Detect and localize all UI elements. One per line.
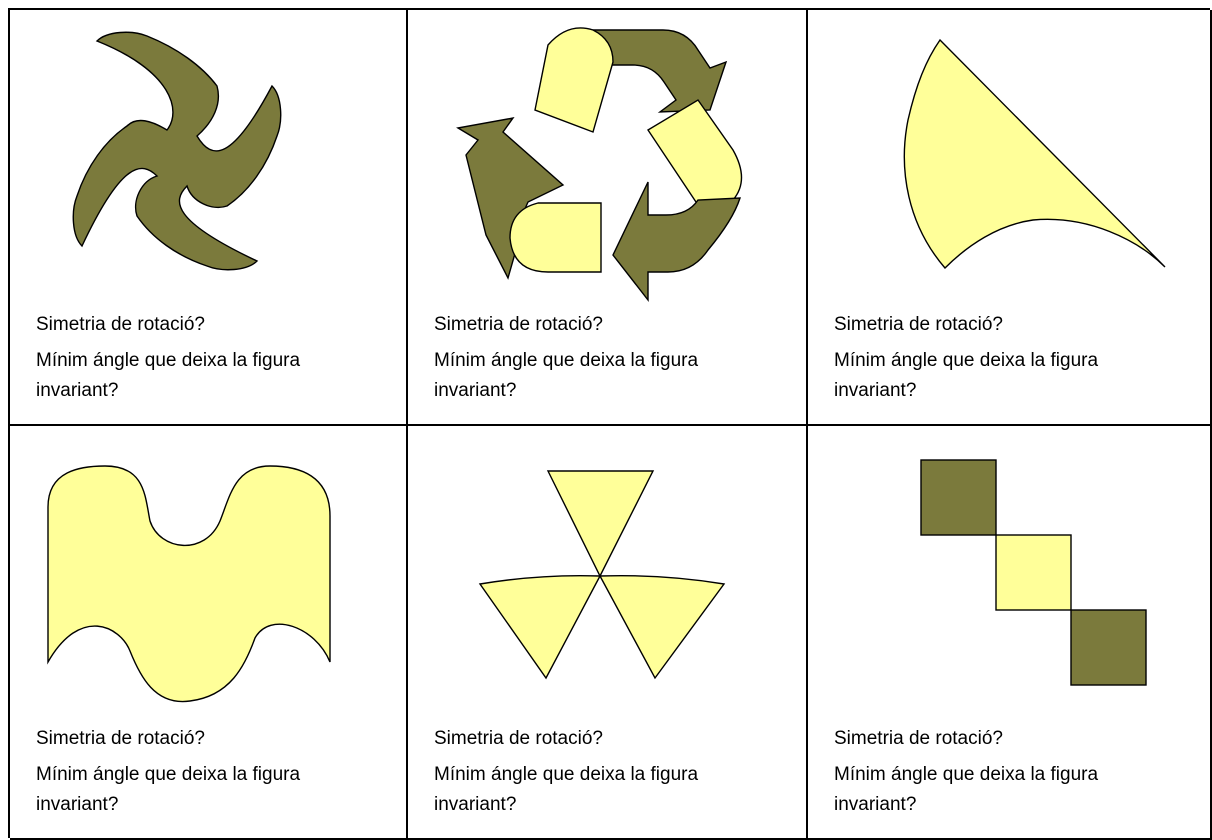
question-minimum-angle: Mínim ángle que deixa la figura invarian… <box>36 760 336 820</box>
cell-2: Simetria de rotació? Mínim ángle que dei… <box>408 10 808 426</box>
squares-figure <box>808 426 1212 726</box>
cell-1: Simetria de rotació? Mínim ángle que dei… <box>10 10 408 426</box>
question-rotation-symmetry: Simetria de rotació? <box>434 310 603 340</box>
question-minimum-angle: Mínim ángle que deixa la figura invarian… <box>36 346 336 406</box>
triangles-shape <box>480 471 724 678</box>
squares-shape <box>921 460 1146 685</box>
recycling-figure <box>408 10 808 310</box>
question-minimum-angle: Mínim ángle que deixa la figura invarian… <box>434 760 734 820</box>
wave-shape <box>48 466 330 702</box>
worksheet-table: Simetria de rotació? Mínim ángle que dei… <box>8 8 1210 838</box>
question-rotation-symmetry: Simetria de rotació? <box>834 310 1003 340</box>
cell-5: Simetria de rotació? Mínim ángle que dei… <box>408 426 808 840</box>
question-rotation-symmetry: Simetria de rotació? <box>36 724 205 754</box>
wave-figure <box>10 426 408 726</box>
question-minimum-angle: Mínim ángle que deixa la figura invarian… <box>834 760 1134 820</box>
question-rotation-symmetry: Simetria de rotació? <box>36 310 205 340</box>
sail-shape <box>904 40 1165 268</box>
question-minimum-angle: Mínim ángle que deixa la figura invarian… <box>834 346 1134 406</box>
triangles-figure <box>408 426 808 726</box>
cell-3: Simetria de rotació? Mínim ángle que dei… <box>808 10 1212 426</box>
question-rotation-symmetry: Simetria de rotació? <box>434 724 603 754</box>
cell-6: Simetria de rotació? Mínim ángle que dei… <box>808 426 1212 840</box>
cell-4: Simetria de rotació? Mínim ángle que dei… <box>10 426 408 840</box>
recycling-shape <box>458 28 742 300</box>
question-rotation-symmetry: Simetria de rotació? <box>834 724 1003 754</box>
question-minimum-angle: Mínim ángle que deixa la figura invarian… <box>434 346 734 406</box>
pinwheel-shape <box>73 32 280 269</box>
sail-figure <box>808 10 1212 310</box>
pinwheel-figure <box>10 10 408 310</box>
